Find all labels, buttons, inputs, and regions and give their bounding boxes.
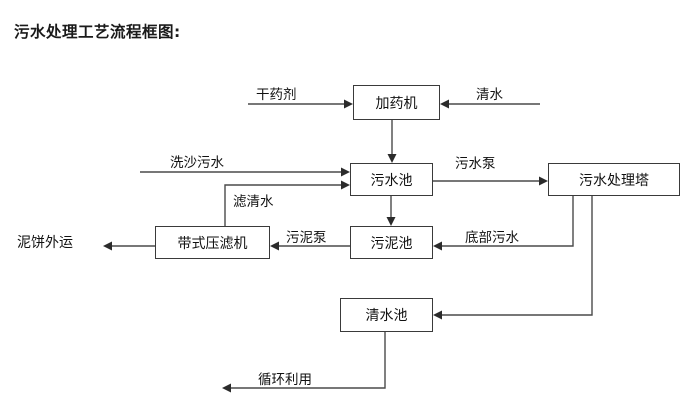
node-clear-water-pool-label: 清水池 [365, 308, 408, 324]
node-sludge-pool[interactable]: 污泥池 [350, 226, 433, 259]
edge-label-bottom-sewage: 底部污水 [465, 230, 519, 246]
node-sludge-pool-label: 污泥池 [370, 235, 413, 252]
edge-sand-wash-sewage-to-sewage-pool [140, 167, 350, 177]
edge-filtered-water-to-sewage-pool [224, 180, 350, 226]
edge-treatment-tower-to-clear-water-pool [433, 196, 593, 320]
edge-label-sewage-pump: 污水泵 [455, 156, 496, 172]
node-dosing-machine-label: 加药机 [375, 95, 418, 112]
node-clear-water-pool[interactable]: 清水池 [340, 298, 433, 332]
terminal-mud-cake-transport: 泥饼外运 [17, 235, 73, 251]
edge-clean-water-to-dosing-machine [440, 99, 540, 109]
node-sewage-pool-label: 污水池 [370, 172, 413, 189]
page-title: 污水处理工艺流程框图: [14, 23, 181, 41]
edge-label-filtered-water: 滤清水 [233, 194, 274, 210]
edge-label-dry-chemical: 干药剂 [256, 87, 297, 103]
node-belt-filter-press-label: 带式压滤机 [177, 235, 248, 252]
edge-label-sludge-pump: 污泥泵 [286, 230, 327, 246]
node-treatment-tower-label: 污水处理塔 [579, 172, 649, 189]
node-treatment-tower[interactable]: 污水处理塔 [548, 163, 680, 196]
edge-bottom-sewage-to-sludge-pool [433, 196, 574, 251]
edge-dosing-machine-to-sewage-pool [387, 120, 397, 163]
edge-belt-filter-press-to-mud-cake-transport [103, 241, 155, 251]
edge-dry-chemical-to-dosing-machine [248, 99, 353, 109]
edge-label-sand-wash-sewage: 洗沙污水 [170, 155, 224, 171]
edge-sewage-pool-to-sludge-pool [386, 195, 396, 226]
node-sewage-pool[interactable]: 污水池 [350, 163, 433, 196]
edge-label-recycle-reuse: 循环利用 [258, 372, 312, 388]
node-belt-filter-press[interactable]: 带式压滤机 [155, 226, 270, 259]
edge-recycle-reuse [222, 332, 386, 393]
node-dosing-machine[interactable]: 加药机 [353, 85, 440, 120]
edge-sewage-pump-to-treatment-tower [433, 176, 548, 186]
edge-label-clean-water: 清水 [476, 87, 503, 103]
edge-sludge-pump-to-belt-filter-press [270, 241, 350, 251]
